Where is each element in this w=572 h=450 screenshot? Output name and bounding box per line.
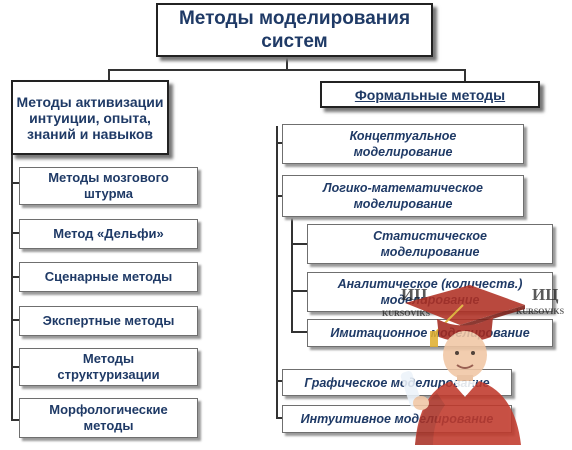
left-branch-1 — [11, 182, 19, 184]
left-item-text: Сценарные методы — [44, 269, 173, 284]
right-item-box: Статистическое моделирование — [307, 224, 553, 264]
right-subspine — [291, 216, 293, 332]
right-branch-7 — [276, 417, 282, 419]
left-branch-2 — [11, 232, 19, 234]
watermark-brand-right: KURSOVIKS — [516, 307, 564, 316]
watermark-brand-left: KURSOVIKS — [382, 309, 430, 318]
left-item-box: Метод «Дельфи» — [19, 219, 198, 249]
left-item-box: Методы мозгового штурма — [19, 167, 198, 205]
watermark-brand-text: KURSOVIKS — [516, 307, 565, 316]
right-item-box: Концептуальное моделирование — [282, 124, 524, 164]
left-item-text: Метод «Дельфи» — [53, 226, 164, 241]
right-item-text: Концептуальное моделирование — [349, 129, 457, 159]
graduate-watermark-image — [400, 285, 525, 445]
left-item-box: Методы структуризации — [19, 348, 198, 386]
connector-to-right-header — [464, 69, 466, 81]
right-item-text: Логико-математическое моделирование — [323, 181, 483, 211]
right-branch-1 — [276, 142, 282, 144]
right-spine — [276, 126, 278, 418]
left-spine — [11, 155, 13, 421]
left-item-text: Морфологические методы — [49, 402, 168, 433]
left-item-text: Методы структуризации — [57, 351, 160, 382]
left-branch-3 — [11, 276, 19, 278]
left-item-text: Методы мозгового штурма — [48, 170, 169, 201]
left-header-box: Методы активизации интуиции, опыта, знан… — [11, 80, 169, 155]
diagram-title: Методы моделирования систем — [156, 3, 433, 57]
left-branch-5 — [11, 366, 19, 368]
watermark-logo-right: ИЦ — [532, 285, 558, 305]
right-sub-branch-3 — [291, 243, 307, 245]
right-header-box: Формальные методы — [320, 81, 540, 108]
right-item-box: Логико-математическое моделирование — [282, 175, 524, 217]
left-item-box: Экспертные методы — [19, 306, 198, 336]
left-item-text: Экспертные методы — [42, 313, 175, 328]
watermark-brand-text: KURSOVIKS — [382, 309, 431, 318]
connector-title-down — [286, 57, 288, 70]
right-header-text: Формальные методы — [354, 86, 506, 103]
right-item-text: Статистическое моделирование — [373, 229, 487, 259]
right-sub-branch-5 — [291, 331, 307, 333]
diagram-title-text: Методы моделирования систем — [178, 8, 411, 52]
watermark-logo-text: ИЦ — [532, 285, 559, 304]
right-branch-2 — [276, 195, 282, 197]
left-branch-4 — [11, 319, 19, 321]
left-branch-6 — [11, 419, 19, 421]
left-item-box: Морфологические методы — [19, 398, 198, 438]
right-branch-6 — [276, 380, 282, 382]
right-sub-branch-4 — [291, 290, 307, 292]
connector-to-left-header — [108, 69, 110, 80]
left-header-text: Методы активизации интуиции, опыта, знан… — [16, 93, 164, 142]
left-item-box: Сценарные методы — [19, 262, 198, 292]
connector-horizontal — [108, 69, 466, 71]
